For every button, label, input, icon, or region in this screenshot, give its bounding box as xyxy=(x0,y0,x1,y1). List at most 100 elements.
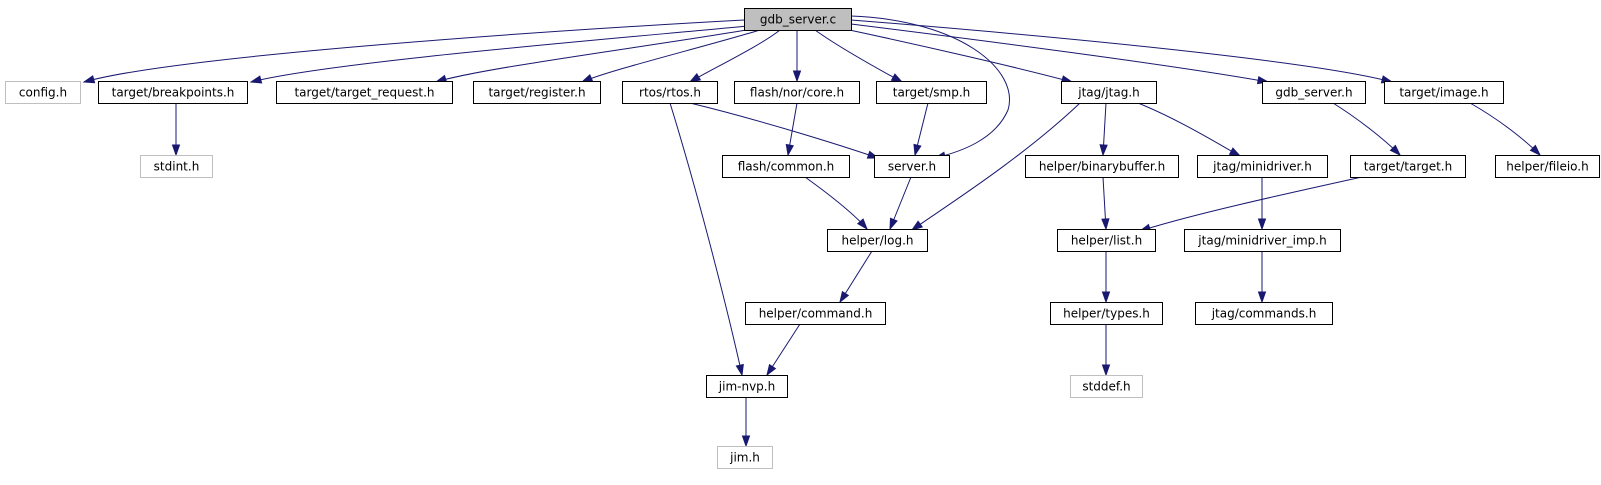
node-box xyxy=(98,81,248,104)
edge-flash_common_h-to-helper_log_h xyxy=(804,176,868,231)
edges-layer xyxy=(82,15,1542,448)
node-helper-list-h[interactable]: helper/list.h xyxy=(1057,229,1156,252)
edge-arrowhead xyxy=(171,144,181,157)
node-label: target/target_request.h xyxy=(294,86,434,100)
node-box xyxy=(1350,155,1466,178)
node-jim-h[interactable]: jim.h xyxy=(717,446,773,469)
node-label: flash/common.h xyxy=(738,160,835,174)
node-box xyxy=(1184,229,1341,252)
node-label: target/target.h xyxy=(1364,160,1452,174)
node-jim-nvp-h[interactable]: jim-nvp.h xyxy=(706,375,788,398)
node-label: helper/types.h xyxy=(1063,307,1150,321)
edge-line xyxy=(689,102,879,159)
node-server-h[interactable]: server.h xyxy=(874,155,950,178)
node-target-smp-h[interactable]: target/smp.h xyxy=(876,81,987,104)
node-gdb-server-h[interactable]: gdb_server.h xyxy=(1262,81,1366,104)
node-box xyxy=(734,81,860,104)
node-box xyxy=(1070,375,1143,398)
edge-arrowhead xyxy=(1389,144,1402,157)
edge-arrowhead xyxy=(856,218,868,231)
node-label: jtag/jtag.h xyxy=(1077,86,1139,100)
node-jtag-jtag-h[interactable]: jtag/jtag.h xyxy=(1061,81,1157,104)
edge-arrowhead xyxy=(785,143,794,157)
edge-arrowhead xyxy=(889,217,898,231)
node-jtag-minidriver-h[interactable]: jtag/minidriver.h xyxy=(1197,155,1328,178)
node-label: stdint.h xyxy=(154,160,200,174)
node-label: helper/list.h xyxy=(1071,234,1142,248)
edge-arrowhead xyxy=(1099,144,1108,157)
edge-arrowhead xyxy=(249,75,263,84)
node-jtag-commands-h[interactable]: jtag/commands.h xyxy=(1195,302,1333,325)
node-box xyxy=(1197,155,1328,178)
edge-line xyxy=(850,19,1393,83)
edge-helper_binarybuffer_h-to-helper_list_h xyxy=(1101,176,1110,231)
node-label: gdb_server.c xyxy=(760,13,836,27)
node-helper-command-h[interactable]: helper/command.h xyxy=(745,302,886,325)
edge-arrowhead xyxy=(735,363,744,377)
node-flash-common-h[interactable]: flash/common.h xyxy=(722,155,850,178)
edge-arrowhead xyxy=(1101,291,1111,304)
node-box xyxy=(827,229,928,252)
edge-arrowhead xyxy=(1529,144,1542,157)
node-label: helper/fileio.h xyxy=(1506,160,1588,174)
edge-line xyxy=(850,23,1269,83)
edge-gdb_server_c-to-target_breakpoints_h xyxy=(249,25,749,84)
node-stdint-h[interactable]: stdint.h xyxy=(140,155,213,178)
edge-arrowhead xyxy=(1101,364,1111,377)
node-box xyxy=(722,155,850,178)
node-helper-types-h[interactable]: helper/types.h xyxy=(1050,302,1163,325)
edge-jtag_minidriver_h-to-jtag_minidriver_imp_h xyxy=(1257,177,1267,231)
node-stddef-h[interactable]: stddef.h xyxy=(1070,375,1143,398)
edge-line xyxy=(850,15,1010,159)
node-helper-binarybuffer-h[interactable]: helper/binarybuffer.h xyxy=(1025,155,1179,178)
node-box xyxy=(876,81,987,104)
edge-gdb_server_h-to-target_target_h xyxy=(1332,102,1402,157)
edge-flash_nor_core_h-to-flash_common_h xyxy=(785,102,798,157)
node-box xyxy=(1061,81,1157,104)
node-box xyxy=(1025,155,1179,178)
node-flash-nor-core-h[interactable]: flash/nor/core.h xyxy=(734,81,860,104)
node-jtag-minidriver-imp-h[interactable]: jtag/minidriver_imp.h xyxy=(1184,229,1341,252)
node-label: jim.h xyxy=(729,451,760,465)
edge-line xyxy=(581,29,761,83)
node-target-register-h[interactable]: target/register.h xyxy=(473,81,601,104)
edge-arrowhead xyxy=(1101,218,1110,231)
node-box xyxy=(5,81,81,104)
edge-gdb_server_c-to-config_h xyxy=(82,19,745,84)
edge-gdb_server_c-to-rtos_rtos_h xyxy=(688,29,781,83)
node-box xyxy=(473,81,601,104)
node-target-target-h[interactable]: target/target.h xyxy=(1350,155,1466,178)
node-box xyxy=(1495,155,1600,178)
edge-line xyxy=(1139,176,1363,232)
node-target-image-h[interactable]: target/image.h xyxy=(1384,81,1504,104)
edge-arrowhead xyxy=(1257,218,1267,231)
node-config-h[interactable]: config.h xyxy=(5,81,81,104)
node-target-breakpoints-h[interactable]: target/breakpoints.h xyxy=(98,81,248,104)
node-rtos-rtos-h[interactable]: rtos/rtos.h xyxy=(622,81,718,104)
node-target-target-request-h[interactable]: target/target_request.h xyxy=(276,81,453,104)
nodes-layer: gdb_server.c config.h target/breakpoints.h… xyxy=(5,8,1600,469)
node-box xyxy=(744,8,852,31)
edge-line xyxy=(435,28,753,83)
edge-helper_log_h-to-helper_command_h xyxy=(839,250,873,304)
edge-arrowhead xyxy=(839,290,850,304)
edge-jtag_jtag_h-to-helper_binarybuffer_h xyxy=(1099,102,1108,157)
edge-helper_command_h-to-jim_nvp_h xyxy=(766,323,801,377)
node-label: stddef.h xyxy=(1082,380,1130,394)
node-helper-fileio-h[interactable]: helper/fileio.h xyxy=(1495,155,1600,178)
edge-rtos_rtos_h-to-jim_nvp_h xyxy=(669,102,744,377)
edge-gdb_server_c-to-target_smp_h xyxy=(814,29,904,83)
node-helper-log-h[interactable]: helper/log.h xyxy=(827,229,928,252)
node-label: jtag/minidriver_imp.h xyxy=(1197,234,1326,248)
node-label: server.h xyxy=(888,160,936,174)
node-label: jtag/commands.h xyxy=(1211,307,1317,321)
node-box xyxy=(1384,81,1504,104)
edge-arrowhead xyxy=(792,70,802,83)
edge-jtag_minidriver_imp_h-to-jtag_commands_h xyxy=(1257,251,1267,304)
edge-arrowhead xyxy=(688,73,702,83)
node-box xyxy=(1050,302,1163,325)
node-gdb-server-c[interactable]: gdb_server.c xyxy=(744,8,852,31)
node-box xyxy=(1057,229,1156,252)
node-box xyxy=(622,81,718,104)
